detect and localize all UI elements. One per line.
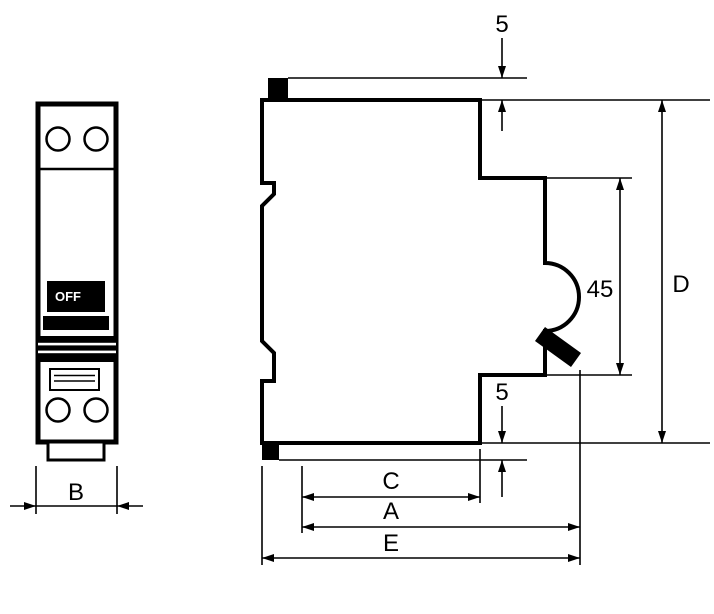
dim-body-depth: C <box>301 449 481 533</box>
toggle-off-label: OFF <box>55 289 81 304</box>
front-stripe-band <box>38 336 116 362</box>
arrowhead <box>262 554 274 562</box>
arrowhead <box>658 431 666 443</box>
dim-label-45: 45 <box>587 276 614 303</box>
toggle-lever <box>535 327 581 367</box>
dim-label-A: A <box>383 498 399 525</box>
arrowhead <box>302 523 314 531</box>
side-view <box>260 78 581 460</box>
arrowhead <box>616 363 624 375</box>
side-profile-outline <box>260 98 581 445</box>
arrowhead <box>468 493 480 501</box>
toggle-base <box>43 316 109 330</box>
terminal-screw-bottom-left <box>45 397 71 423</box>
dim-overall-depth: E <box>261 466 580 565</box>
dim-depth-with-lever: A <box>302 370 581 565</box>
arrowhead <box>302 493 314 501</box>
dim-label-D: D <box>672 271 689 298</box>
dim-overall-height: D <box>480 100 710 444</box>
dim-bottom-clamp-offset: 5 <box>279 379 527 497</box>
dim-top-clamp-offset: 5 <box>288 11 710 131</box>
terminal-screw-top-left <box>45 126 71 152</box>
arrowhead <box>568 523 580 531</box>
arrowhead <box>616 178 624 190</box>
arrowhead <box>498 460 506 472</box>
arrowhead <box>658 100 666 112</box>
dim-front-width: B <box>10 466 143 514</box>
arrowhead <box>498 100 506 112</box>
toggle-off-box <box>47 281 105 312</box>
arrowhead <box>498 431 506 443</box>
terminal-screw-bottom-right <box>83 397 109 423</box>
dim-label-top-5: 5 <box>495 11 508 38</box>
dim-label-B: B <box>68 479 84 506</box>
front-body-outline <box>35 101 119 445</box>
arrowhead <box>117 502 129 510</box>
dim-label-bottom-5: 5 <box>495 379 508 406</box>
dim-recess-height: 45 <box>547 177 632 376</box>
dim-label-C: C <box>382 468 399 495</box>
terminal-screw-top-right <box>83 126 109 152</box>
marking-window <box>49 368 100 391</box>
top-clamp <box>268 78 288 100</box>
stripe-gap-2 <box>38 350 116 354</box>
stripe-gap-1 <box>38 342 116 346</box>
front-view: OFF <box>35 101 119 462</box>
dim-label-E: E <box>383 530 399 557</box>
bottom-tab <box>46 440 106 462</box>
arrowhead <box>568 554 580 562</box>
arrowhead <box>498 66 506 78</box>
bottom-clamp <box>262 443 279 460</box>
arrowhead <box>24 502 36 510</box>
